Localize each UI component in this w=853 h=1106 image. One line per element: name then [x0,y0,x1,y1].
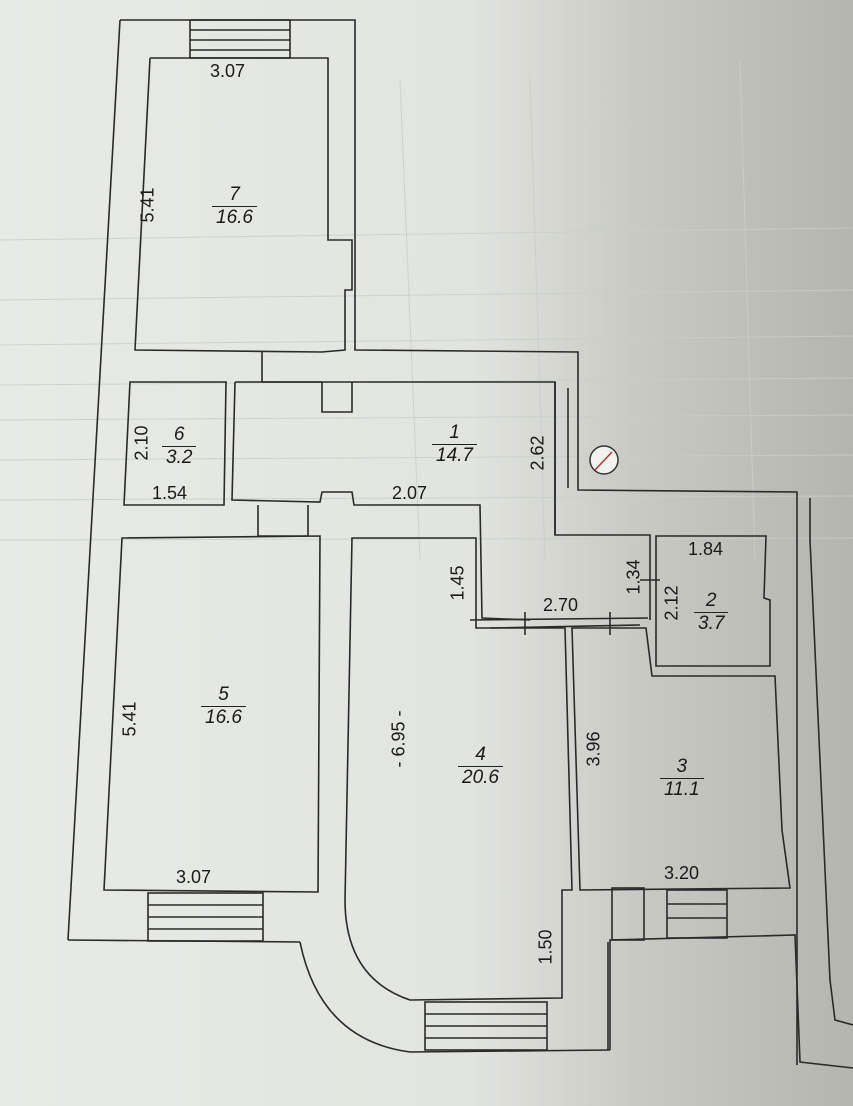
dim-room3-width: 3.20 [664,863,700,883]
room-6-label: 6 3.2 [162,424,197,469]
dim-hall-width: 2.07 [392,483,428,503]
room-2-label: 2 3.7 [694,590,729,635]
room-1-label: 1 14.7 [432,422,477,467]
building-outline [67,19,853,1069]
room-number: 4 [475,744,486,765]
room-area: 3.7 [694,612,729,635]
dim-room2-length: 2.12 [661,585,682,621]
dim-room3-length: 3.96 [583,731,604,767]
room-number: 7 [229,184,240,205]
dim-room4-bottom: 1.50 [535,929,556,965]
room-5-label: 5 16.6 [201,684,246,729]
room-number: 2 [705,590,717,611]
room-area: 16.6 [212,206,257,229]
room-number: 1 [449,422,460,443]
background-grid [0,59,853,561]
dim-room5-width: 3.07 [176,867,212,887]
room-area: 20.6 [458,766,503,789]
room-number: 3 [676,756,688,777]
room-4-label: 4 20.6 [458,744,503,789]
dim-room6-length: 2.10 [131,425,152,461]
room-number: 5 [218,684,229,705]
room-area: 14.7 [432,444,477,467]
room-area: 16.6 [201,706,246,729]
dim-room2-width: 1.84 [688,539,724,559]
room-7-label: 7 16.6 [212,184,257,229]
meter-symbol [589,445,619,475]
dim-passage-width: 2.70 [543,595,579,615]
room-area: 11.1 [660,778,704,801]
dim-room5-length: 5.41 [119,701,140,737]
dim-room6-width: 1.54 [152,483,188,503]
room-area: 3.2 [162,446,197,469]
room-3-label: 3 11.1 [660,756,704,801]
dim-hall-depth: 2.62 [527,435,548,471]
dim-room4-length: - 6.95 - [388,710,409,768]
dim-room7-length: 5.41 [137,187,158,223]
dim-passage-length: 1.45 [447,565,468,601]
dim-room2-small: 1.34 [623,559,644,595]
room-number: 6 [173,424,185,445]
dim-room7-width: 3.07 [210,61,246,81]
